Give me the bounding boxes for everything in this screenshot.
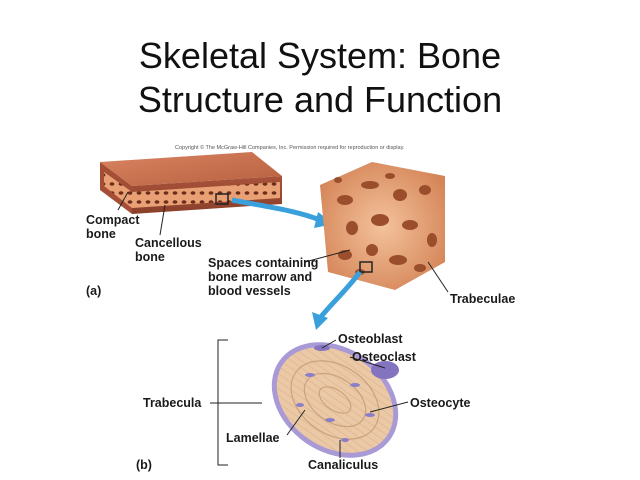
lamella-ring-3	[318, 386, 352, 414]
leader-lamellae	[286, 409, 306, 436]
label-trabeculae: Trabeculae	[450, 292, 516, 306]
label-osteoblast: Osteoblast	[338, 332, 403, 346]
label-cancellous-bone: Cancellous bone	[135, 236, 202, 264]
leader-spaces	[304, 249, 351, 263]
panel-a-label: (a)	[86, 284, 102, 298]
leader-osteoclast	[349, 356, 386, 369]
label-osteoclast: Osteoclast	[352, 350, 416, 364]
lamella-ring-2	[303, 372, 367, 428]
label-osteocyte: Osteocyte	[410, 396, 471, 410]
zoom-box-b	[359, 261, 373, 273]
label-spaces-bone-marrow: Spaces containing bone marrow and blood …	[208, 256, 319, 298]
title-line-2: Structure and Function	[137, 79, 503, 120]
osteocytes	[296, 373, 375, 442]
label-trabecula: Trabecula	[143, 396, 202, 410]
spongy-bone-block	[320, 162, 445, 290]
zoom-arrow-2-head	[312, 312, 328, 330]
marrow-spaces	[334, 173, 437, 275]
zoom-box-a	[215, 193, 229, 205]
leader-compact-bone	[117, 191, 129, 211]
label-canaliculus: Canaliculus	[308, 458, 379, 472]
leader-cancellous-bone	[159, 204, 166, 236]
panel-b-label: (b)	[136, 458, 152, 472]
slide-title: Skeletal System: Bone Structure and Func…	[0, 34, 640, 122]
bone-block-top	[100, 152, 282, 186]
leader-trabeculae	[427, 261, 449, 293]
copyright-notice: Copyright © The McGraw-Hill Companies, I…	[175, 145, 405, 151]
zoom-arrow-1	[231, 197, 321, 223]
trabecula-cross-section	[271, 342, 399, 458]
lamella-ring-1	[290, 360, 380, 440]
zoom-arrow-2	[318, 270, 362, 320]
label-compact-bone: Compact bone	[86, 213, 140, 241]
leader-osteoblast	[321, 339, 337, 349]
trabecula-lamellae	[276, 347, 394, 453]
label-lamellae: Lamellae	[226, 431, 280, 445]
leader-osteocyte	[369, 401, 409, 413]
spongy-bone-body	[320, 162, 445, 290]
title-line-1: Skeletal System: Bone	[138, 35, 502, 76]
leader-lines	[117, 191, 449, 458]
